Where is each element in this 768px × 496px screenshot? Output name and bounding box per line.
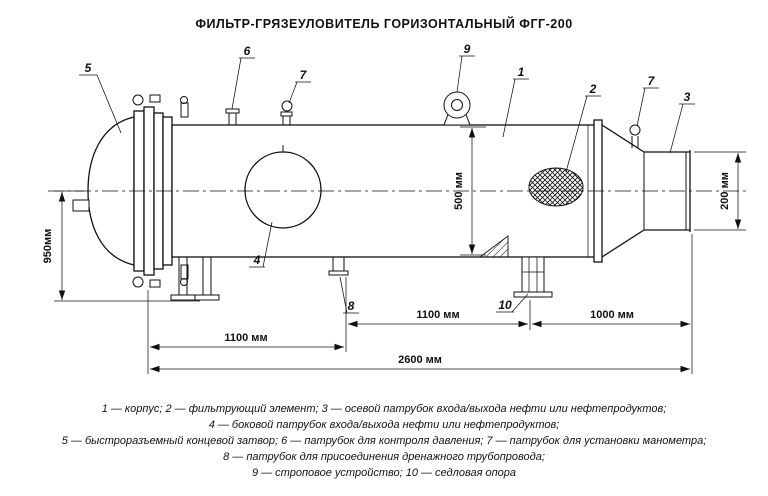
closure-nut-bottom bbox=[149, 279, 161, 288]
saddle-pad-hatch bbox=[478, 235, 509, 258]
dim-outlet-diameter: 200 мм bbox=[719, 172, 731, 210]
dim-overall-length: 2600 мм bbox=[398, 354, 442, 366]
callout-number-3: 3 bbox=[684, 90, 691, 104]
callout-number-6: 6 bbox=[244, 44, 251, 58]
callouts: 5 6 7 9 1 2 7 bbox=[79, 42, 695, 314]
drawing-title: ФИЛЬТР-ГРЯЗЕУЛОВИТЕЛЬ ГОРИЗОНТАЛЬНЫЙ ФГГ… bbox=[195, 16, 572, 31]
callout-body: 1 bbox=[502, 65, 529, 138]
lifting-lug bbox=[443, 91, 471, 126]
legend: 1 — корпус; 2 — фильтрующий элемент; 3 —… bbox=[62, 403, 707, 479]
vessel-drawing bbox=[48, 91, 748, 301]
callout-manometer-right: 7 bbox=[636, 74, 659, 127]
callout-number-8: 8 bbox=[348, 299, 355, 313]
left-leg-rear bbox=[194, 257, 220, 301]
callout-manometer-left: 7 bbox=[288, 68, 311, 104]
manometer-nozzle-right bbox=[629, 124, 641, 148]
closure-swing-bolt-top bbox=[132, 94, 144, 106]
callout-filter-element: 2 bbox=[565, 82, 601, 173]
callout-number-2: 2 bbox=[589, 82, 597, 96]
filter-element bbox=[528, 167, 584, 207]
manometer-nozzle-left bbox=[280, 100, 293, 125]
drain-nozzle bbox=[328, 257, 349, 276]
callout-drain-nozzle: 8 bbox=[339, 276, 359, 314]
callout-number-1: 1 bbox=[518, 65, 525, 79]
dimension-lines: 950мм 500 мм 200 мм 1100 мм 1000 мм 1100… bbox=[42, 126, 746, 374]
callout-side-nozzle: 4 bbox=[249, 221, 273, 268]
hinge-bracket-top bbox=[180, 102, 189, 118]
callout-end-closure: 5 bbox=[79, 61, 122, 134]
callout-pressure-nozzle: 6 bbox=[231, 44, 255, 110]
dim-segment-middle: 1100 мм bbox=[416, 309, 459, 321]
supports bbox=[170, 235, 553, 301]
callout-number-4: 4 bbox=[253, 253, 261, 267]
top-nozzles bbox=[225, 100, 641, 148]
legend-line-2: 4 — боковой патрубок входа/выхода нефти … bbox=[209, 419, 560, 431]
dim-segment-left: 1100 мм bbox=[224, 332, 267, 344]
legend-line-3: 5 — быстроразъемный концевой затвор; 6 —… bbox=[62, 435, 707, 447]
callout-axial-nozzle: 3 bbox=[669, 90, 695, 154]
saddle-support bbox=[478, 235, 553, 298]
side-nozzle-circle bbox=[244, 145, 322, 229]
dim-shell-diameter: 500 мм bbox=[453, 172, 465, 210]
callout-number-9: 9 bbox=[464, 42, 471, 56]
callout-number-5: 5 bbox=[85, 61, 92, 75]
callout-number-10: 10 bbox=[498, 298, 512, 312]
callout-lifting-device: 9 bbox=[456, 42, 475, 93]
pressure-control-nozzle bbox=[225, 108, 240, 125]
dim-overall-height: 950мм bbox=[42, 229, 54, 264]
legend-line-5: 9 — строповое устройство; 10 — седловая … bbox=[252, 467, 516, 479]
callout-saddle-support: 10 bbox=[496, 293, 529, 313]
head-drain-stub bbox=[72, 199, 90, 212]
legend-line-4: 8 — патрубок для присоединения дренажног… bbox=[223, 451, 545, 463]
callout-number-7-left: 7 bbox=[300, 68, 308, 82]
closure-swing-bolt-bottom bbox=[132, 276, 144, 288]
callout-number-7-right: 7 bbox=[648, 74, 656, 88]
closure-nut-top bbox=[149, 94, 161, 103]
dim-segment-right: 1000 мм bbox=[590, 309, 634, 321]
hinge-pin-top bbox=[180, 96, 188, 104]
legend-line-1: 1 — корпус; 2 — фильтрующий элемент; 3 —… bbox=[102, 403, 667, 415]
